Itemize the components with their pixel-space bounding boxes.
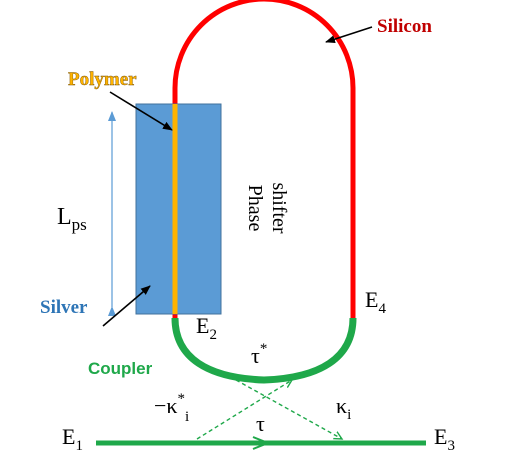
lps-label: Lps (57, 204, 87, 234)
bus-direction-arrow (252, 436, 271, 450)
coupling-path-kappa-conj (196, 380, 292, 440)
tau-star-label: τ* (251, 341, 267, 368)
tau-star-main: τ (251, 343, 260, 368)
phase-shifter-line2: shifter (268, 182, 290, 233)
e3-sub: 3 (447, 438, 455, 454)
coupler-label: Coupler (88, 359, 153, 378)
coupling-path-kappa (235, 379, 342, 439)
polymer-pointer-arrow (109, 91, 173, 131)
tau-star-sup: * (260, 341, 268, 357)
kappa-conj-sub: i (185, 409, 189, 425)
e4-label: E4 (365, 287, 386, 317)
phase-shifter-line1: Phase (244, 185, 266, 232)
kappa-conj-main: −κ (154, 393, 178, 418)
silver-pointer-arrow (102, 285, 151, 327)
e2-main: E (196, 313, 209, 338)
e2-label: E2 (196, 313, 217, 343)
tau-label: τ (256, 411, 265, 436)
kappa-label: κi (336, 393, 351, 423)
coupler-section (171, 317, 357, 384)
silicon-label: Silicon (377, 16, 432, 37)
silicon-pointer-arrow (325, 26, 373, 44)
e2-sub: 2 (209, 327, 217, 343)
silver-block (135, 103, 222, 315)
kappa-sub: i (347, 407, 351, 423)
e1-main: E (62, 424, 75, 449)
phase-shifter-label: Phase shifter (244, 182, 290, 233)
silver-label: Silver (40, 297, 88, 318)
e3-label: E3 (434, 424, 455, 454)
e3-main: E (434, 424, 447, 449)
e4-main: E (365, 287, 378, 312)
e1-label: E1 (62, 424, 83, 454)
polymer-label: Polymer (68, 69, 137, 90)
e1-sub: 1 (75, 438, 83, 454)
lps-sub: ps (72, 215, 87, 234)
kappa-main: κ (336, 393, 347, 418)
lps-main: L (57, 204, 72, 230)
kappa-conj-sup: * (178, 391, 186, 407)
kappa-conj-label: −κ* (154, 391, 185, 418)
e4-sub: 4 (378, 301, 386, 317)
